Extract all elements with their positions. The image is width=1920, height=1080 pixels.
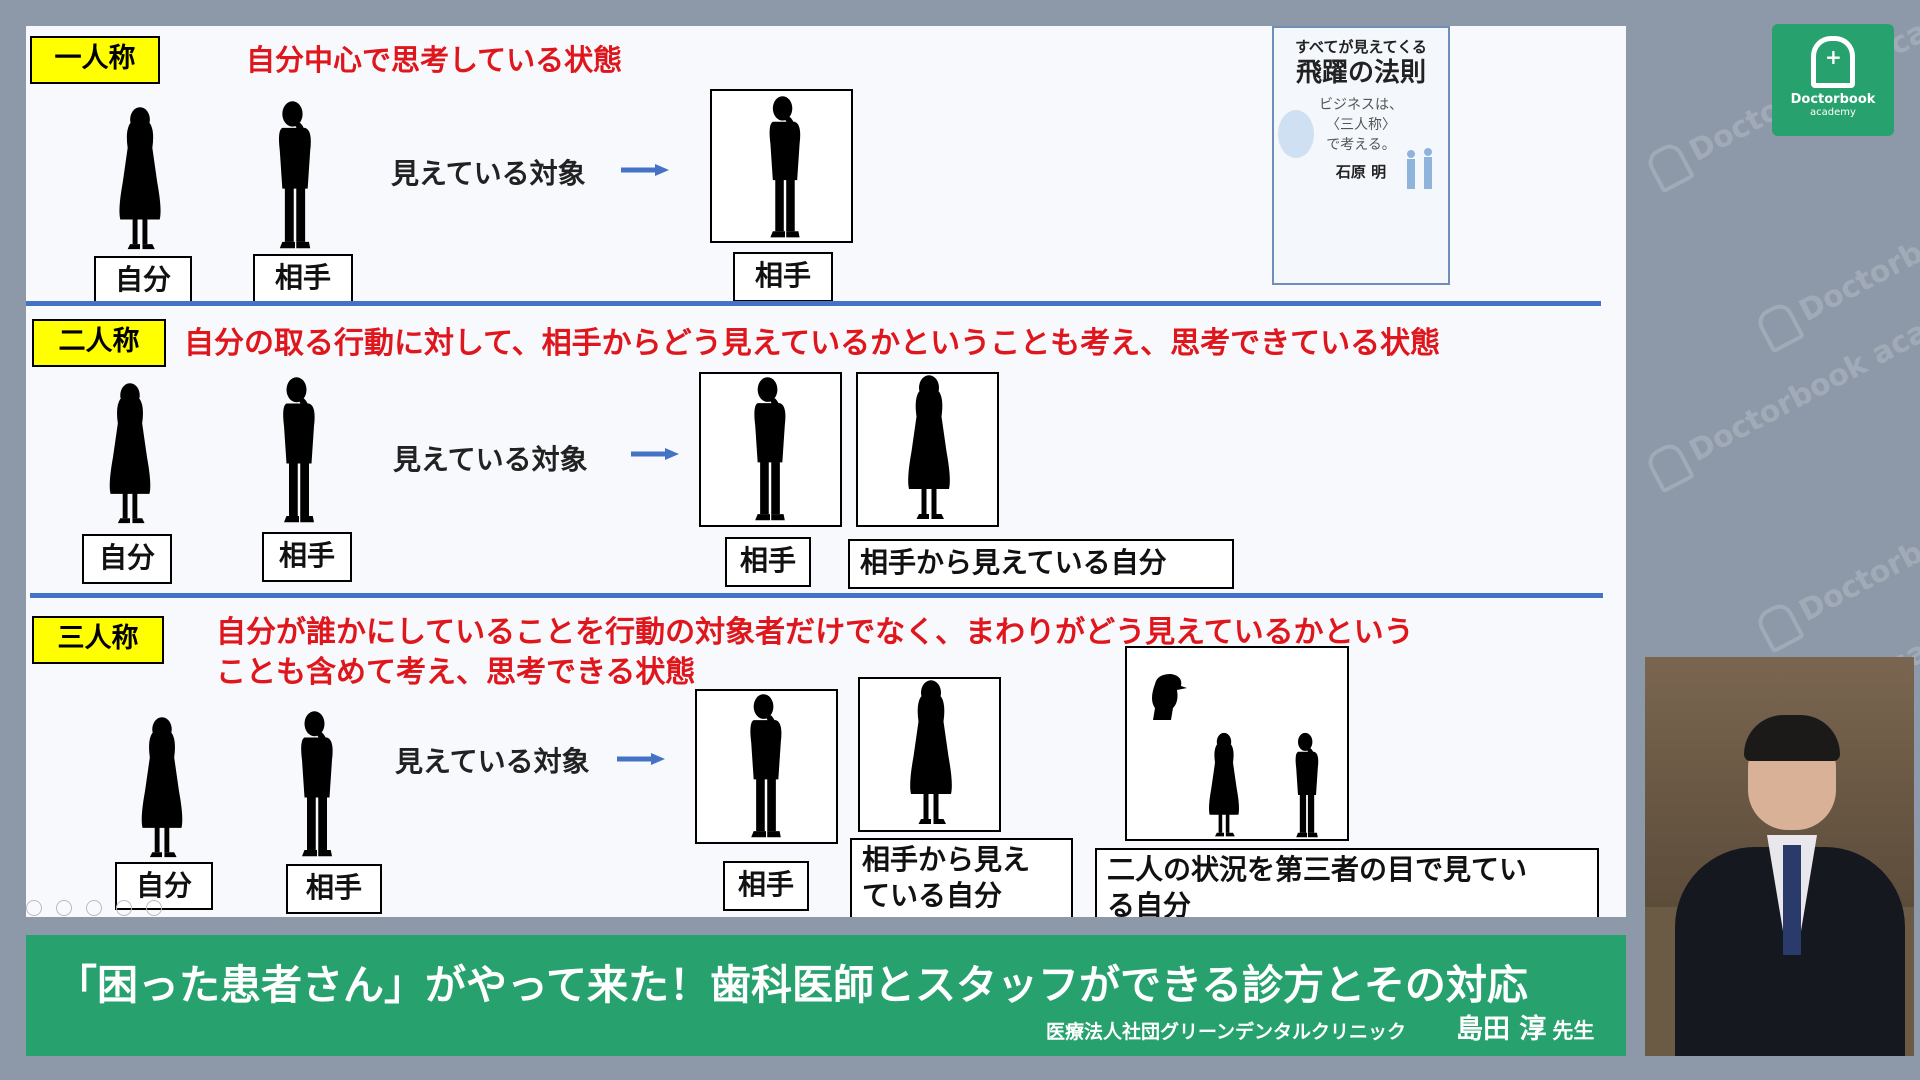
other-man-silhouette: [288, 710, 346, 860]
watermark-logo: Doctorbook academy: [1754, 428, 1920, 653]
tag-line: 二人の状況を第三者の目で見てい: [1107, 852, 1597, 888]
logo-shield-icon: [1811, 36, 1855, 88]
watermark-logo: Doctorbook academy: [1754, 128, 1920, 353]
other-tag: 相手: [725, 537, 811, 587]
third-person-heading-line2: ことも含めて考え、思考できる状態: [216, 653, 695, 693]
logo-text: Doctorbook: [1772, 92, 1894, 107]
section-divider: [26, 301, 1601, 306]
slide-navigation-toolbar[interactable]: [26, 900, 276, 916]
other-man-silhouette: [270, 376, 328, 526]
seen-box-other: [710, 89, 853, 243]
organization-name: 医療法人社団グリーンデンタルクリニック: [1046, 1017, 1406, 1044]
second-person-heading: 自分の取る行動に対して、相手からどう見えているかということも考え、思考できている…: [184, 324, 1440, 364]
other-tag: 相手: [253, 254, 353, 304]
self-seeing-as-third-party-tag: 二人の状況を第三者の目で見てい る自分: [1095, 848, 1599, 917]
presenter-name: 島田 淳先生: [1456, 1007, 1594, 1046]
prev-slide-icon[interactable]: [26, 900, 42, 916]
seen-box-third-party: [1125, 646, 1349, 841]
second-person-label: 二人称: [32, 319, 166, 367]
right-arrow-icon: [631, 448, 679, 458]
zoom-icon[interactable]: [116, 900, 132, 916]
first-person-heading: 自分中心で思考している状態: [246, 40, 622, 80]
speech-bubble-icon: [1278, 110, 1314, 158]
other-man-silhouette: [266, 100, 324, 252]
first-person-label: 一人称: [30, 36, 160, 84]
other-man-silhouette: [1287, 732, 1327, 840]
tag-line: 相手から見え: [862, 842, 1071, 878]
next-slide-icon[interactable]: [56, 900, 72, 916]
right-arrow-icon: [617, 753, 665, 763]
presenter-video: [1645, 657, 1914, 1056]
seen-object-text: 見えている対象: [391, 152, 586, 192]
self-seen-by-other-tag: 相手から見えている自分: [848, 539, 1234, 589]
book-title: 飛躍の法則: [1274, 57, 1448, 89]
self-woman-silhouette: [902, 679, 960, 829]
menu-icon[interactable]: [146, 900, 162, 916]
seen-box-self: [856, 372, 999, 527]
seen-box-self: [858, 677, 1001, 832]
self-tag: 自分: [94, 256, 192, 304]
pen-icon[interactable]: [86, 900, 102, 916]
other-man-silhouette: [756, 95, 814, 241]
self-woman-silhouette: [1203, 732, 1245, 840]
self-seen-by-other-tag: 相手から見え ている自分: [850, 838, 1073, 917]
lecture-title: 「困った患者さん」がやって来た！歯科医師とスタッフができる診方とその対応: [56, 951, 1528, 1011]
self-woman-silhouette: [134, 716, 190, 862]
seen-box-other: [695, 689, 838, 844]
book-subtitle: すべてが見えてくる: [1274, 36, 1448, 57]
tag-line: ている自分: [862, 878, 1071, 914]
logo-subtext: academy: [1772, 107, 1894, 118]
self-woman-silhouette: [112, 106, 168, 254]
other-tag: 相手: [723, 861, 809, 911]
section-divider: [30, 593, 1603, 598]
observer-head-silhouette: [1147, 672, 1187, 722]
other-man-silhouette: [737, 693, 795, 841]
book-cover-image: すべてが見えてくる 飛躍の法則 ビジネスは、 〈三人称〉 で考える。 石原 明: [1272, 26, 1450, 285]
seen-object-text: 見えている対象: [395, 740, 590, 780]
doctorbook-academy-logo: Doctorbook academy: [1772, 24, 1894, 136]
tag-line: る自分: [1107, 888, 1597, 917]
presenter-honorific: 先生: [1552, 1019, 1594, 1043]
lecture-title-banner: 「困った患者さん」がやって来た！歯科医師とスタッフができる診方とその対応 医療法…: [26, 935, 1626, 1056]
other-tag: 相手: [286, 864, 382, 914]
other-tag: 相手: [733, 252, 833, 302]
people-icon: [1402, 146, 1438, 194]
presentation-slide: 一人称 自分中心で思考している状態 自分 相手 見えている対象 相手 すべてが見…: [26, 26, 1626, 917]
right-arrow-icon: [621, 164, 669, 174]
self-woman-silhouette: [102, 382, 158, 528]
other-tag: 相手: [262, 532, 352, 582]
other-man-silhouette: [741, 376, 799, 524]
self-tag: 自分: [82, 534, 172, 584]
seen-object-text: 見えている対象: [393, 438, 588, 478]
presenter-name-text: 島田 淳: [1456, 1014, 1546, 1045]
third-person-label: 三人称: [32, 616, 164, 664]
seen-box-other: [699, 372, 842, 527]
self-woman-silhouette: [900, 374, 958, 524]
presenter-tie: [1783, 845, 1801, 955]
